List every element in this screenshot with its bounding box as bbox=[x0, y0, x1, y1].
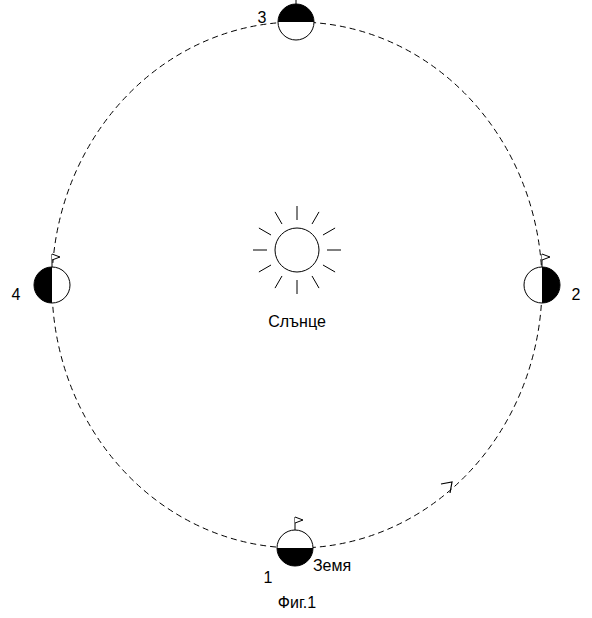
sun-ray bbox=[312, 212, 319, 224]
orbit-path bbox=[52, 22, 542, 548]
earth-label: Земя bbox=[313, 557, 351, 575]
sun-ray bbox=[323, 265, 335, 272]
callout-number: 1 bbox=[264, 569, 273, 587]
sun-ray bbox=[275, 276, 282, 288]
earth-symbol bbox=[277, 517, 313, 566]
earth-symbol bbox=[34, 254, 70, 303]
sun-ray bbox=[275, 212, 282, 224]
direction-arrow bbox=[441, 482, 452, 493]
sun-ray bbox=[297, 206, 298, 220]
callout-number: 2 bbox=[572, 286, 581, 304]
callout-number: 4 bbox=[12, 286, 21, 304]
callout-number: 3 bbox=[258, 9, 267, 27]
sun-label: Слънце bbox=[268, 313, 326, 331]
sun-ray bbox=[327, 250, 341, 251]
sun-ray bbox=[259, 265, 271, 272]
earth-symbol bbox=[524, 254, 560, 303]
sun-ray bbox=[259, 228, 271, 235]
sun-ray bbox=[253, 250, 267, 251]
sun-symbol bbox=[253, 206, 341, 294]
sun-ray bbox=[312, 276, 319, 288]
earth-symbol bbox=[278, 0, 314, 40]
sun-ray bbox=[297, 280, 298, 294]
sun-ray bbox=[323, 228, 335, 235]
figure-caption: Фиг.1 bbox=[278, 594, 316, 612]
